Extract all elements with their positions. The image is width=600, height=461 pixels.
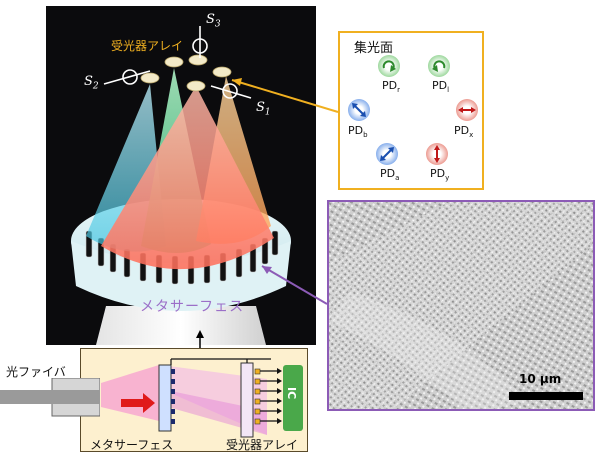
pd-l-spot xyxy=(428,55,450,77)
pd-panel-title: 集光面 xyxy=(354,41,394,56)
s3-label: S3 xyxy=(206,12,221,30)
pd-x-label: PDx xyxy=(454,124,474,140)
schematic-drawing xyxy=(101,358,303,438)
pd-a-spot xyxy=(376,143,398,165)
pd-a-label: PDa xyxy=(380,167,400,183)
cone-render-illustration xyxy=(71,26,291,345)
diagonal-arrow-icon xyxy=(380,147,394,161)
horizontal-arrow-icon xyxy=(458,107,476,113)
pd-b-spot xyxy=(348,99,370,121)
pd-x-spot xyxy=(456,99,478,121)
fiber-label: 光ファイバ xyxy=(6,365,66,379)
pd-focal-plane-panel: 集光面 PDr PDl PDb PDx PDa PDy xyxy=(338,31,484,190)
pd-r-label: PDr xyxy=(382,79,400,95)
s2-label: S2 xyxy=(84,74,99,92)
light-arrow-icon xyxy=(121,393,155,413)
circular-ccw-arrow-icon xyxy=(432,60,446,72)
diagonal-arrow-icon xyxy=(352,103,366,117)
pd-y-spot xyxy=(426,143,448,165)
pd-l-label: PDl xyxy=(432,79,450,95)
pd-array-label: 受光器アレイ xyxy=(111,39,184,53)
sem-scale-label: 10 μm xyxy=(519,372,562,386)
sem-image-panel: 10 μm xyxy=(327,200,595,411)
device-schematic-panel: IC xyxy=(80,348,308,452)
ic-label: IC xyxy=(285,387,298,400)
circular-cw-arrow-icon xyxy=(382,60,396,72)
schematic-metasurface-label: メタサーフェス xyxy=(90,438,174,452)
optical-fiber-icon xyxy=(0,378,100,417)
s1-label: S1 xyxy=(256,100,271,118)
metasurface-render-panel: S2 S3 S1 xyxy=(46,6,316,345)
vertical-arrow-icon xyxy=(434,145,440,163)
metasurface-label: メタサーフェス xyxy=(140,299,245,315)
sem-texture xyxy=(329,202,593,409)
pd-y-label: PDy xyxy=(430,167,450,183)
pd-r-spot xyxy=(378,55,400,77)
sem-scale-bar xyxy=(509,392,583,400)
schematic-pd-array-label: 受光器アレイ xyxy=(226,438,299,452)
pd-b-label: PDb xyxy=(348,124,368,140)
